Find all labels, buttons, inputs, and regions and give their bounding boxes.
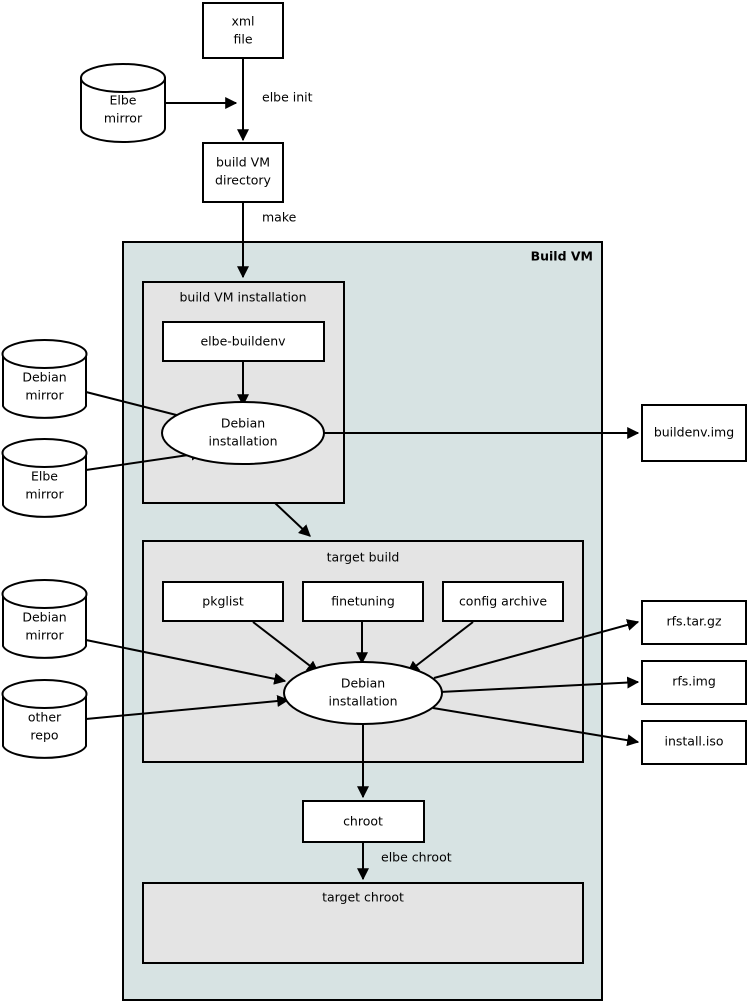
node-elbe-buildenv[interactable]: elbe-buildenv — [162, 321, 325, 362]
node-other-repo[interactable]: other repo — [1, 679, 88, 759]
build-vm-directory-label-line2: directory — [215, 173, 272, 188]
debian-mirror-upper-cylinder-body[interactable] — [2, 353, 87, 419]
build-vm-installation-label: build VM installation — [179, 290, 306, 305]
other-repo-cylinder-body[interactable] — [2, 693, 87, 759]
node-xml-file[interactable]: xml file — [202, 2, 284, 59]
node-debian-mirror-upper[interactable]: Debian mirror — [1, 339, 88, 419]
debian-installation-top-ellipse[interactable] — [161, 401, 325, 465]
debian-installation-top-label-line2: installation — [208, 434, 277, 449]
xml-file-label-line2: file — [233, 32, 252, 47]
debian-mirror-lower-cylinder-top[interactable] — [1, 579, 88, 609]
debian-installation-bottom-ellipse[interactable] — [283, 661, 443, 725]
other-repo-label-line1: other — [28, 710, 62, 725]
edge-label-elbe-init: elbe init — [262, 90, 313, 105]
node-pkglist[interactable]: pkglist — [162, 581, 284, 622]
node-rfs-targz[interactable]: rfs.tar.gz — [641, 600, 747, 645]
xml-file-label-line1: xml — [231, 14, 254, 29]
elbe-buildenv-label: elbe-buildenv — [200, 334, 286, 349]
edge-build-vm-installation-to-target-build — [274, 502, 311, 537]
rfs-targz-rect[interactable] — [641, 600, 747, 645]
build-vm-directory-label-line1: build VM — [216, 155, 270, 170]
other-repo-cylinder-top[interactable] — [1, 679, 88, 709]
edge-debian-mirror-lower-to-debian-installation — [85, 639, 287, 685]
debian-installation-bottom-label-line1: Debian — [341, 676, 385, 691]
rfs-img-label: rfs.img — [672, 674, 716, 689]
rfs-targz-label: rfs.tar.gz — [666, 614, 721, 629]
buildenv-img-rect[interactable] — [641, 404, 747, 462]
edge-pkglist-to-debian-installation — [252, 621, 319, 673]
debian-mirror-upper-label-line1: Debian — [22, 370, 66, 385]
debian-installation-top-label-line1: Debian — [221, 416, 265, 431]
install-iso-label: install.iso — [664, 734, 723, 749]
elbe-mirror-mid-label-line2: mirror — [25, 487, 64, 502]
node-debian-installation-bottom[interactable]: Debian installation — [283, 661, 443, 725]
xml-file-rect[interactable] — [202, 2, 284, 59]
edge-debian-installation-to-rfs-img — [439, 676, 640, 693]
elbe-mirror-top-cylinder-top[interactable] — [80, 63, 166, 93]
buildenv-img-label: buildenv.img — [654, 425, 734, 440]
node-buildenv-img[interactable]: buildenv.img — [641, 404, 747, 462]
edge-other-repo-to-debian-installation — [85, 695, 290, 720]
debian-mirror-upper-cylinder-top[interactable] — [1, 339, 88, 369]
target-chroot-rect — [142, 882, 584, 964]
rfs-img-rect[interactable] — [641, 660, 747, 705]
node-chroot[interactable]: chroot — [302, 800, 425, 843]
debian-installation-bottom-label-line2: installation — [328, 694, 397, 709]
pkglist-rect[interactable] — [162, 581, 284, 622]
node-build-vm-directory[interactable]: build VM directory — [202, 142, 284, 203]
elbe-mirror-mid-cylinder-top[interactable] — [1, 438, 88, 468]
pkglist-label: pkglist — [202, 594, 244, 609]
debian-mirror-upper-label-line2: mirror — [25, 388, 64, 403]
debian-mirror-lower-label-line1: Debian — [22, 610, 66, 625]
build-vm-directory-rect[interactable] — [202, 142, 284, 203]
build-vm-installation-group: build VM installation — [142, 281, 345, 504]
edge-label-elbe-chroot: elbe chroot — [381, 850, 452, 865]
elbe-buildenv-rect[interactable] — [162, 321, 325, 362]
edge-elbe-mirror-mid-to-debian-installation — [85, 448, 204, 471]
elbe-mirror-top-label-line1: Elbe — [110, 93, 137, 108]
node-debian-mirror-lower[interactable]: Debian mirror — [1, 579, 88, 659]
edge-config-archive-to-debian-installation — [407, 621, 474, 673]
config-archive-rect[interactable] — [442, 581, 564, 622]
other-repo-label-line2: repo — [30, 728, 58, 743]
build-vm-installation-rect — [142, 281, 345, 504]
install-iso-rect[interactable] — [641, 720, 747, 765]
node-debian-installation-top[interactable]: Debian installation — [161, 401, 325, 465]
node-elbe-mirror-mid[interactable]: Elbe mirror — [1, 438, 88, 518]
edge-label-make: make — [262, 210, 297, 225]
edge-debian-installation-to-rfs-targz — [433, 619, 640, 679]
config-archive-label: config archive — [459, 594, 547, 609]
elbe-mirror-top-cylinder-body[interactable] — [80, 77, 166, 143]
chroot-rect[interactable] — [302, 800, 425, 843]
target-chroot-label: target chroot — [322, 890, 404, 905]
target-chroot-group: target chroot — [142, 882, 584, 964]
node-install-iso[interactable]: install.iso — [641, 720, 747, 765]
finetuning-rect[interactable] — [302, 581, 424, 622]
debian-mirror-lower-cylinder-body[interactable] — [2, 593, 87, 659]
node-config-archive[interactable]: config archive — [442, 581, 564, 622]
finetuning-label: finetuning — [331, 594, 395, 609]
elbe-mirror-top-label-line2: mirror — [104, 111, 143, 126]
node-rfs-img[interactable]: rfs.img — [641, 660, 747, 705]
elbe-mirror-mid-cylinder-body[interactable] — [2, 452, 87, 518]
debian-mirror-lower-label-line2: mirror — [25, 628, 64, 643]
node-elbe-mirror-top[interactable]: Elbe mirror — [80, 63, 166, 143]
target-build-label: target build — [327, 550, 400, 565]
node-finetuning[interactable]: finetuning — [302, 581, 424, 622]
build-vm-label: Build VM — [531, 249, 593, 264]
chroot-label: chroot — [343, 814, 383, 829]
elbe-mirror-mid-label-line1: Elbe — [31, 469, 58, 484]
edge-debian-installation-to-install-iso — [432, 707, 640, 747]
